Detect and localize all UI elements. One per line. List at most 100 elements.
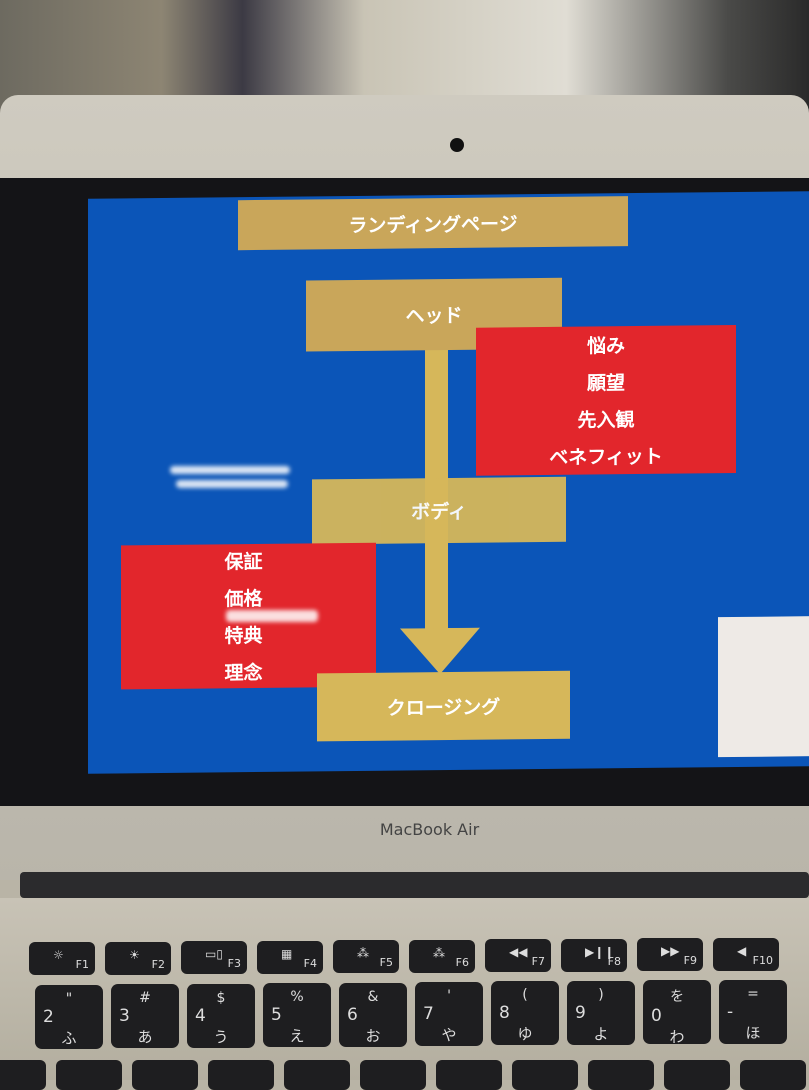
function-key[interactable]: ⁂ F5 [333, 940, 399, 973]
key-kana: ふ [61, 1029, 77, 1047]
key-label: F1 [75, 958, 89, 971]
body-point: 特典 [224, 624, 263, 648]
key-label: F5 [379, 956, 393, 969]
closing-box: クロージング [317, 670, 570, 742]
keyboard-key[interactable] [664, 1060, 730, 1090]
key-icon: ⁂ [357, 946, 369, 960]
key-main: 0 [651, 1006, 662, 1027]
screen-glare [226, 610, 318, 622]
key-top: を [670, 989, 684, 1006]
function-key[interactable]: ☀ F2 [105, 941, 171, 975]
key-label: F3 [227, 957, 241, 970]
screen-glare [176, 480, 288, 488]
key-top: ( [522, 987, 528, 1004]
body-point: 価格 [224, 587, 263, 611]
key-main: 5 [271, 1005, 282, 1026]
key-main: 7 [423, 1004, 434, 1024]
body-point: 理念 [224, 661, 263, 685]
key-label: F10 [752, 953, 773, 967]
head-point: ベネフィット [549, 445, 663, 469]
key-top: = [747, 985, 759, 1002]
function-key[interactable]: ▭▯F3 [181, 941, 247, 974]
key-top: & [367, 988, 379, 1005]
number-key[interactable]: =-ほ [719, 979, 787, 1044]
body-point: 保証 [224, 550, 263, 574]
keyboard-key[interactable] [208, 1060, 274, 1090]
keyboard-key[interactable] [132, 1060, 198, 1090]
key-label: F4 [303, 956, 317, 970]
key-top: ) [598, 986, 604, 1003]
key-top: ' [447, 988, 451, 1004]
function-key[interactable]: ◀◀F7 [485, 939, 551, 972]
key-kana: わ [669, 1028, 685, 1047]
keyboard-key[interactable] [588, 1060, 654, 1090]
key-top: $ [216, 989, 226, 1006]
keyboard-key[interactable] [56, 1060, 122, 1090]
keyboard-key[interactable] [284, 1060, 350, 1090]
keyboard-key[interactable] [740, 1060, 806, 1090]
hinge [20, 872, 809, 898]
key-top: % [290, 989, 304, 1006]
body-box: ボディ [312, 476, 566, 545]
key-main: 6 [347, 1004, 358, 1025]
key-main: 2 [43, 1007, 54, 1027]
function-key[interactable]: ▦ F4 [257, 940, 323, 974]
key-kana: ゆ [517, 1025, 533, 1044]
key-label: F9 [683, 954, 697, 967]
slide: ランディングページ ヘッド ボディ 悩み 願望 先入観 ベネフィット 保証 価格… [88, 191, 809, 774]
key-main: 4 [195, 1005, 206, 1026]
key-label: F6 [455, 955, 469, 969]
head-point: 願望 [586, 372, 625, 395]
keyboard-key[interactable] [360, 1060, 426, 1090]
key-label: F7 [531, 955, 545, 968]
key-icon: ⁂ [433, 945, 445, 960]
keyboard-key[interactable] [0, 1060, 46, 1090]
key-icon: ◀ [737, 943, 747, 958]
key-kana: あ [137, 1028, 153, 1047]
key-kana: お [365, 1026, 381, 1045]
key-icon: ▦ [281, 946, 293, 961]
head-points-box: 悩み 願望 先入観 ベネフィット [476, 324, 736, 476]
title-box: ランディングページ [238, 196, 628, 251]
key-icon: ◀◀ [509, 945, 528, 959]
key-icon: ▶❙❙ [585, 944, 615, 959]
key-main: 9 [575, 1002, 586, 1023]
key-icon: ☼ [53, 948, 64, 962]
key-kana: え [289, 1027, 305, 1046]
function-key[interactable]: ⁂ F6 [409, 939, 475, 973]
function-key[interactable]: ◀ F10 [713, 937, 779, 971]
key-kana: よ [593, 1024, 609, 1043]
keyboard-key[interactable] [436, 1060, 502, 1090]
keyboard-key[interactable] [512, 1060, 578, 1090]
key-top: # [139, 990, 151, 1007]
function-key[interactable]: ▶❙❙F8 [561, 938, 627, 972]
key-kana: う [213, 1027, 229, 1046]
screen-glare [170, 466, 290, 474]
key-main: - [727, 1001, 734, 1022]
key-top: " [65, 991, 73, 1007]
key-main: 8 [499, 1003, 510, 1024]
key-icon: ☀ [129, 947, 140, 962]
head-point: 先入観 [577, 409, 635, 432]
arrow-head [400, 627, 480, 675]
key-label: F2 [151, 957, 165, 971]
key-kana: や [441, 1026, 457, 1044]
function-key[interactable]: ☼ F1 [29, 942, 95, 975]
key-kana: ほ [745, 1023, 761, 1042]
webcam [450, 138, 464, 152]
key-label: F8 [607, 954, 621, 968]
brand-label: MacBook Air [379, 820, 480, 839]
key-icon: ▶▶ [661, 944, 680, 958]
head-point: 悩み [586, 335, 625, 358]
key-main: 3 [119, 1006, 130, 1027]
function-key[interactable]: ▶▶F9 [637, 938, 703, 971]
